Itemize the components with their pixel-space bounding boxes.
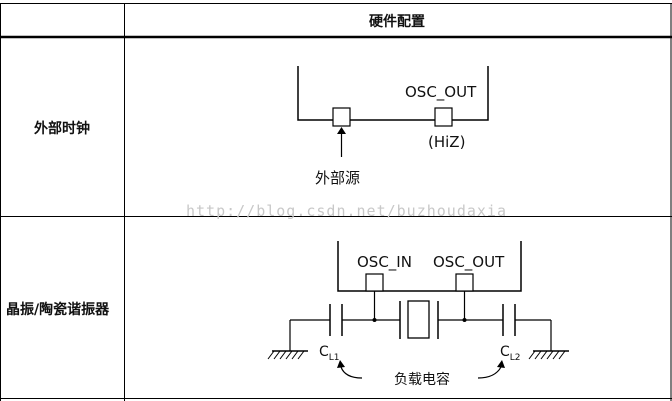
- osc-out-pin-label: OSC_OUT: [405, 83, 477, 101]
- crystal-resonator-diagram: [267, 241, 569, 379]
- row-label-crystal-resonator: 晶振/陶瓷谐振器: [6, 302, 110, 318]
- capacitor-cl2-label: CL2: [500, 344, 521, 363]
- load-capacitors-label: 负载电容: [394, 372, 450, 388]
- osc-in-pin-label: OSC_IN: [357, 253, 412, 271]
- external-clock-diagram: [297, 66, 489, 157]
- osc-out-pin-label-2: OSC_OUT: [433, 253, 505, 271]
- external-source-label: 外部源: [315, 169, 361, 187]
- row-label-external-clock: 外部时钟: [34, 121, 90, 137]
- table-header-hardware-config: 硬件配置: [369, 14, 425, 30]
- capacitor-cl1-label: CL1: [319, 344, 340, 363]
- watermark: http://blog.csdn.net/buzhoudaxia: [186, 202, 507, 220]
- table-grid: [0, 3, 672, 401]
- hiz-label: (HiZ): [428, 133, 466, 151]
